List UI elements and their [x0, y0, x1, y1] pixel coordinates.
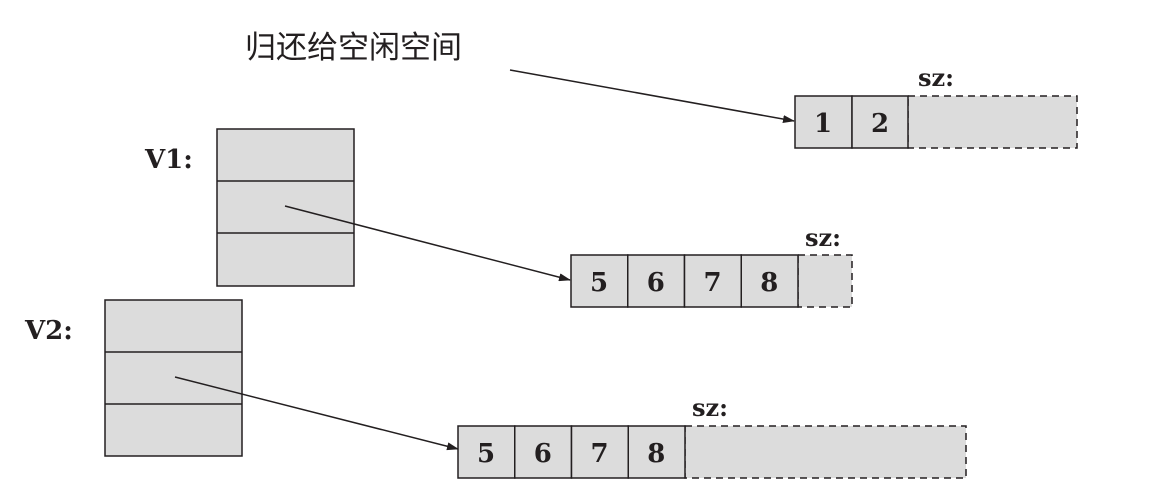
- v1-vector: V1:: [144, 128, 571, 287]
- cell-value: 1: [814, 109, 832, 139]
- freed-array: sz: 1 2: [794, 63, 1078, 149]
- cell-value: 5: [477, 439, 495, 469]
- cell-value: 2: [871, 109, 889, 139]
- sz-label: sz:: [692, 393, 728, 422]
- v1-array: sz: 5 6 7 8: [570, 223, 853, 308]
- cell-value: 8: [647, 439, 665, 469]
- v1-pointer-arrow: [284, 205, 571, 282]
- array-cell: [851, 95, 909, 149]
- cell-value: 6: [647, 268, 665, 298]
- array-cell: [627, 254, 686, 308]
- cell-value: 7: [703, 268, 721, 298]
- free-space-caption: 归还给空闲空间: [245, 30, 462, 66]
- free-arrow: [509, 69, 795, 123]
- array-cell: [514, 425, 573, 479]
- array-cell: [457, 425, 516, 479]
- v2-object-box: [104, 299, 243, 457]
- free-space-region: [797, 254, 853, 308]
- cell-value: 5: [590, 268, 608, 298]
- sz-label: sz:: [805, 223, 841, 252]
- v2-pointer-arrow: [174, 376, 459, 451]
- array-cell: [570, 254, 629, 308]
- array-cell: [683, 254, 742, 308]
- cell-value: 7: [590, 439, 608, 469]
- array-cell: [740, 254, 799, 308]
- cell-value: 6: [534, 439, 552, 469]
- v1-object-box: [216, 128, 355, 287]
- sz-label: sz:: [918, 63, 954, 92]
- free-space-region: [907, 95, 1078, 149]
- free-space-region: [684, 425, 967, 479]
- v2-label: V2:: [24, 316, 73, 346]
- v2-array: sz: 5 6 7 8: [457, 393, 967, 479]
- array-cell: [570, 425, 629, 479]
- array-cell: [627, 425, 686, 479]
- v2-vector: V2:: [24, 299, 459, 457]
- cell-value: 8: [760, 268, 778, 298]
- v1-label: V1:: [144, 145, 193, 175]
- array-cell: [794, 95, 853, 149]
